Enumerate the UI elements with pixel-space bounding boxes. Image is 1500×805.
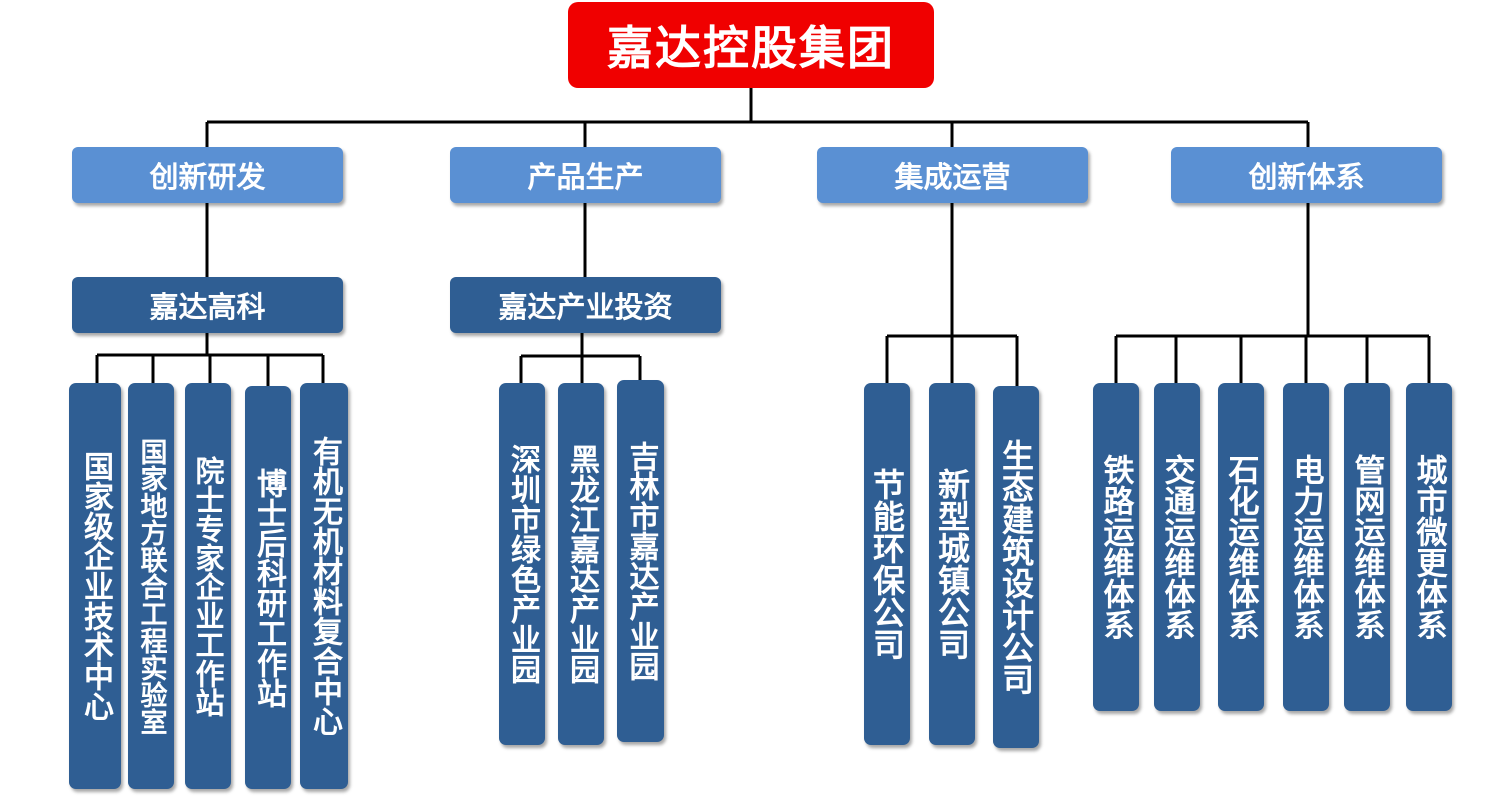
leaf-label: 黑龙江嘉达产业园 [564,444,599,684]
leaf-operation-3: 生态建筑设计公司 [993,386,1039,748]
leaf-system-1: 铁路运维体系 [1093,383,1139,711]
subsidiary-jiada-investment: 嘉达产业投资 [450,277,721,333]
leaf-label: 交通运维体系 [1158,454,1195,640]
leaf-rd-1: 国家级企业技术中心 [69,383,121,789]
leaf-label: 城市微更体系 [1410,454,1447,640]
branch-label: 创新研发 [149,160,266,194]
leaf-system-6: 城市微更体系 [1406,383,1452,711]
leaf-label: 有机无机材料复合中心 [307,436,342,736]
leaf-system-2: 交通运维体系 [1154,383,1200,711]
subsidiary-jiada-hitech: 嘉达高科 [72,277,343,333]
branch-operation: 集成运营 [817,147,1088,203]
branch-system: 创新体系 [1171,147,1442,203]
leaf-system-3: 石化运维体系 [1218,383,1264,711]
root-node: 嘉达控股集团 [568,2,934,88]
leaf-label: 新型城镇公司 [933,468,971,660]
leaf-operation-1: 节能环保公司 [864,383,910,745]
leaf-label: 管网运维体系 [1348,454,1385,640]
leaf-label: 节能环保公司 [868,468,906,660]
leaf-label: 铁路运维体系 [1097,454,1134,640]
leaf-label: 吉林市嘉达产业园 [623,441,659,681]
branch-production: 产品生产 [450,147,721,203]
leaf-label: 博士后科研工作站 [251,467,286,708]
leaf-rd-5: 有机无机材料复合中心 [300,383,348,789]
leaf-label: 深圳市绿色产业园 [505,444,540,684]
subsidiary-label: 嘉达产业投资 [498,290,673,324]
leaf-production-3: 吉林市嘉达产业园 [617,380,664,742]
leaf-label: 院士专家企业工作站 [191,455,225,717]
leaf-rd-4: 博士后科研工作站 [245,386,291,789]
leaf-label: 石化运维体系 [1222,454,1259,640]
branch-label: 创新体系 [1248,160,1365,194]
leaf-rd-3: 院士专家企业工作站 [185,383,231,789]
leaf-production-1: 深圳市绿色产业园 [499,383,545,745]
leaf-label: 国家级企业技术中心 [78,451,113,721]
leaf-label: 国家地方联合工程实验室 [135,437,167,735]
root-label: 嘉达控股集团 [607,21,895,75]
branch-label: 集成运营 [894,160,1011,194]
leaf-production-2: 黑龙江嘉达产业园 [558,383,604,745]
subsidiary-label: 嘉达高科 [149,290,266,324]
leaf-label: 电力运维体系 [1287,454,1324,640]
leaf-label: 生态建筑设计公司 [997,439,1035,695]
leaf-system-5: 管网运维体系 [1344,383,1390,711]
branch-label: 产品生产 [527,160,644,194]
leaf-operation-2: 新型城镇公司 [929,383,975,745]
branch-rd: 创新研发 [72,147,343,203]
leaf-rd-2: 国家地方联合工程实验室 [128,383,174,789]
leaf-system-4: 电力运维体系 [1283,383,1329,711]
